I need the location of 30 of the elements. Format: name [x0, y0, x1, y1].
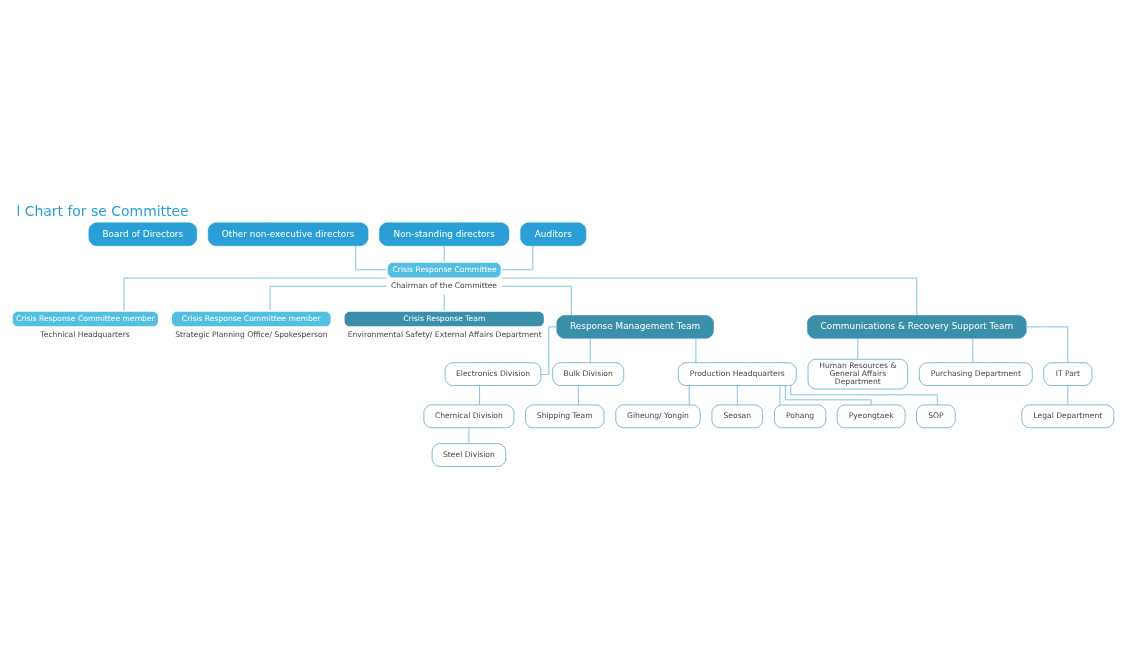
connector [736, 385, 738, 406]
diagram-title: l Chart for se Committee [16, 203, 189, 220]
connector [501, 285, 572, 316]
connector [688, 385, 690, 406]
node-box: Board of Directors [88, 222, 198, 246]
node-box: Non-standing directors [379, 222, 510, 246]
connector [784, 385, 872, 406]
connector [501, 277, 918, 316]
node-box: Communications & Recovery Support Team [807, 315, 1027, 339]
connector [540, 326, 557, 375]
connector [269, 285, 387, 311]
connector [972, 337, 974, 364]
connector [1067, 385, 1069, 406]
connector [443, 294, 445, 311]
connector [479, 385, 480, 406]
node-box: Auditors [520, 222, 587, 246]
node-box: Other non-executive directors [207, 222, 369, 246]
connector [779, 385, 781, 406]
connector [578, 385, 579, 406]
connector [468, 427, 470, 444]
connector [695, 337, 697, 364]
connector [123, 277, 387, 311]
connector [501, 245, 534, 271]
connector [589, 337, 591, 364]
connector [443, 245, 445, 262]
connector [1026, 326, 1069, 364]
connector [790, 385, 938, 406]
connector [857, 337, 859, 360]
node-box: Response Management Team [556, 315, 714, 339]
connector [355, 245, 387, 271]
